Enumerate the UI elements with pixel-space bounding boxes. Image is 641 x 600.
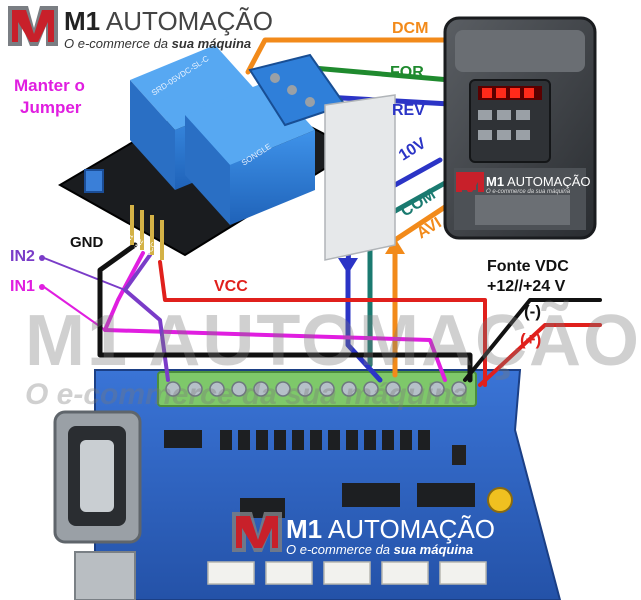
label-in1: IN1 [10, 278, 35, 295]
terminal-screw [209, 381, 225, 397]
vcc-wire [158, 260, 487, 387]
label-fonte-line1: Fonte VDC [487, 258, 569, 275]
logo-tagline: O e-commerce da sua máquina [64, 36, 251, 51]
minus-wire [463, 298, 602, 382]
white-connector [265, 561, 313, 585]
optocoupler [310, 430, 322, 450]
label-in2: IN2 [10, 248, 35, 265]
in2-wire [123, 253, 170, 382]
watermark-text: M1 AUTOMAÇÃO [25, 301, 641, 381]
relay-module [57, 45, 396, 261]
wiring-diagram: M1 AUTOMAÇÃO O e-commerce da sua máquina… [8, 6, 639, 600]
terminal-screw [275, 381, 291, 397]
label-fonte-line2: +12//+24 V [487, 278, 566, 295]
optocoupler [418, 430, 430, 450]
optocoupler [274, 430, 286, 450]
optocoupler [400, 430, 412, 450]
terminal-screw [429, 381, 445, 397]
board-brand-rest: AUTOMAÇÃO [327, 514, 496, 544]
white-connector [207, 561, 255, 585]
terminal-screw [253, 381, 269, 397]
logo-brand-bold: M1 [64, 6, 101, 36]
white-connector [381, 561, 429, 585]
terminal-screw [341, 381, 357, 397]
optocoupler [364, 430, 376, 450]
diagram-graphics [8, 6, 602, 600]
terminal-screw [385, 381, 401, 397]
white-connector [323, 561, 371, 585]
board-tagline-emph: sua máquina [393, 542, 474, 557]
terminal-screw [407, 381, 423, 397]
logo-title: M1 AUTOMAÇÃO [64, 6, 273, 37]
label-rev: REV [392, 102, 425, 119]
optocoupler [328, 430, 340, 450]
inverter-tagline: O e-commerce da sua máquina [486, 189, 571, 195]
breakout-board [53, 369, 562, 600]
label-gnd: GND [70, 234, 104, 251]
optocoupler [256, 430, 268, 450]
optocoupler [346, 430, 358, 450]
board-tagline: O e-commerce da sua máquina [286, 542, 473, 557]
logo-brand-rest: AUTOMAÇÃO [105, 6, 274, 36]
label-minus: (-) [524, 302, 541, 321]
label-dcm: DCM [392, 20, 429, 37]
inverter-brand-rest: AUTOMAÇÃO [506, 174, 591, 189]
logo-tagline-prefix: O e-commerce da [64, 36, 172, 51]
terminal-screw [231, 381, 247, 397]
logo-mark [8, 6, 58, 46]
board-brand-bold: M1 [286, 514, 323, 544]
optocoupler [292, 430, 304, 450]
optocoupler [220, 430, 232, 450]
inverter-logo-mark [456, 172, 484, 192]
terminal-screw [451, 381, 467, 397]
label-manter-line1: Manter o [14, 76, 85, 95]
label-vcc: VCC [214, 278, 248, 295]
terminal-screw [187, 381, 203, 397]
watermark-subtext: O e-commerce da sua máquina [25, 378, 469, 411]
inverter-logo-title: M1 AUTOMAÇÃO [486, 174, 591, 189]
inverter [443, 16, 597, 240]
gnd-wire [97, 242, 473, 383]
logo-tagline-emph: sua máquina [171, 36, 252, 51]
inverter-brand-bold: M1 [486, 174, 505, 189]
label-manter-line2: Jumper [20, 98, 82, 117]
white-connector [439, 561, 487, 585]
db-connector [53, 410, 142, 544]
board-logo-title: M1 AUTOMAÇÃO [286, 514, 495, 545]
optocoupler [382, 430, 394, 450]
board-tagline-prefix: O e-commerce da [286, 542, 394, 557]
board-logo-mark [232, 512, 282, 552]
terminal-block [157, 371, 477, 407]
plus-wire [478, 323, 602, 387]
terminal-screw [319, 381, 335, 397]
terminal-screw [297, 381, 313, 397]
terminal-screw [363, 381, 379, 397]
label-plus: (+) [520, 330, 542, 349]
label-for: FOR [390, 64, 424, 81]
terminal-screw [165, 381, 181, 397]
dcm-wire [245, 37, 453, 75]
optocoupler [238, 430, 250, 450]
